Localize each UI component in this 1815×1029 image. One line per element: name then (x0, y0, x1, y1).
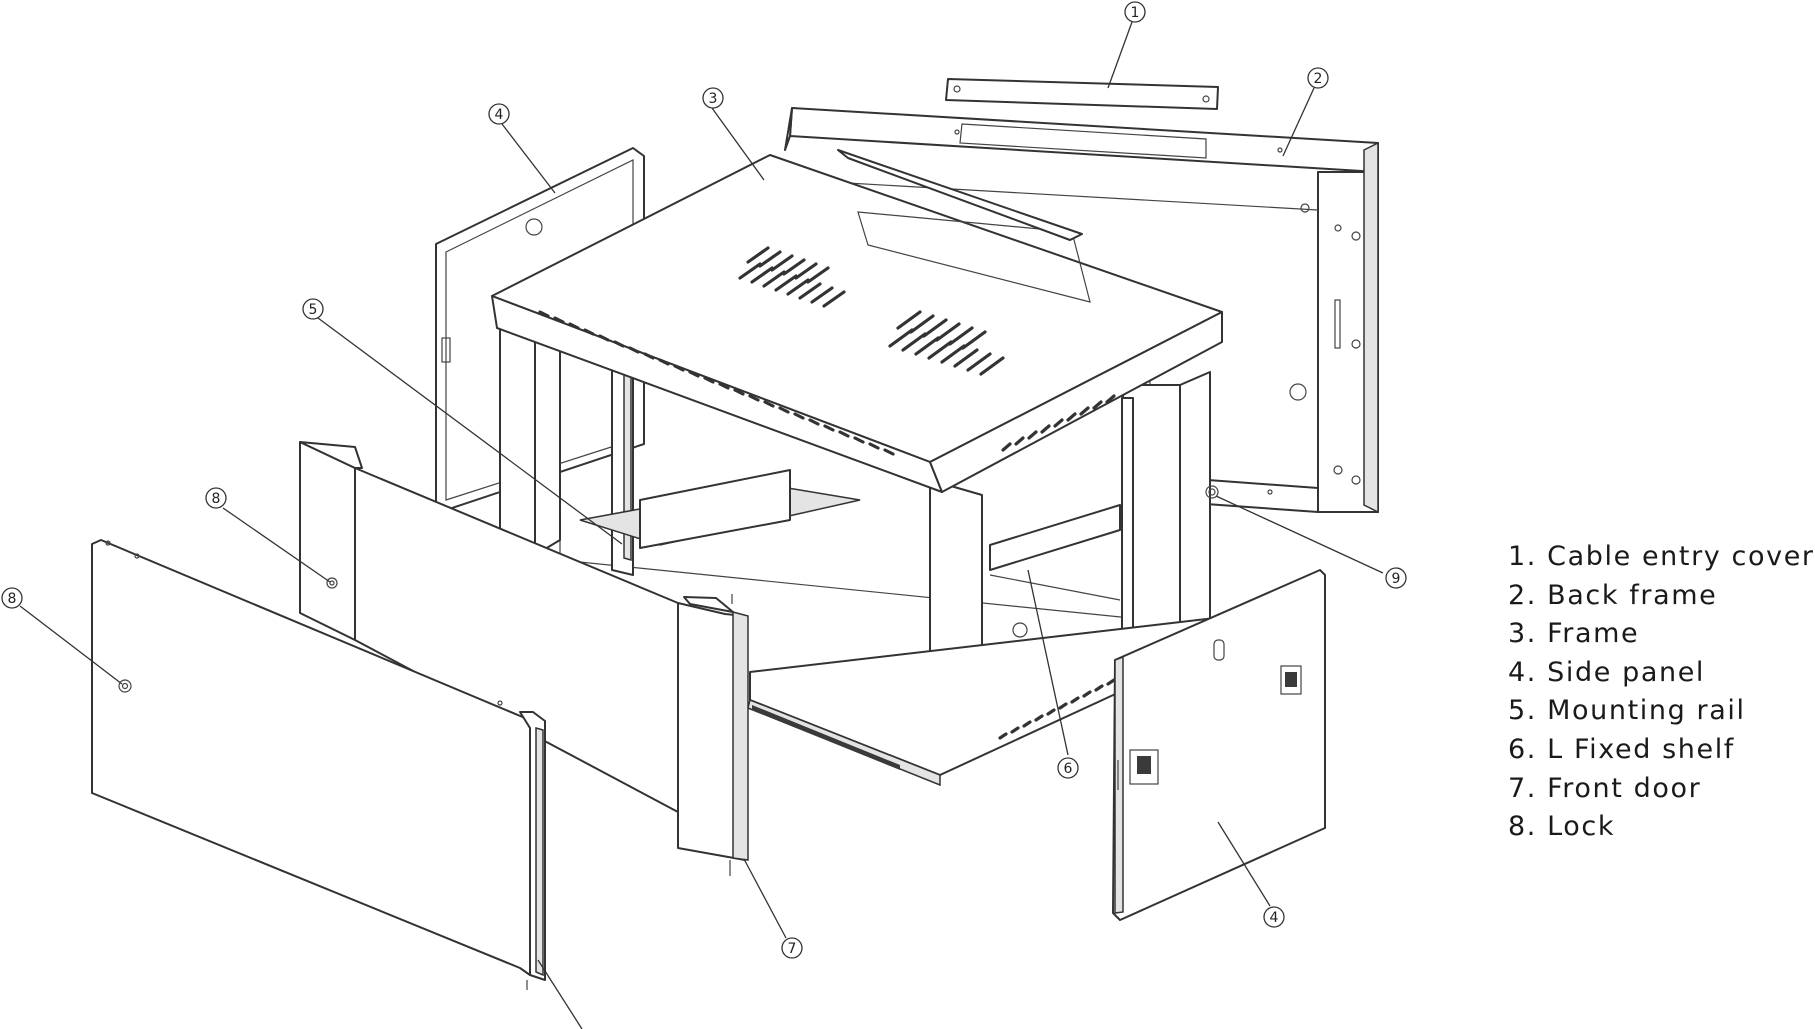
callout-4-bottom-number: 4 (1270, 910, 1279, 926)
legend-item-l-fixed-shelf: 6. L Fixed shelf (1508, 733, 1735, 765)
callout-8-left: 8 (1, 587, 23, 609)
callout-8-middle: 8 (205, 487, 227, 509)
legend-item-cable-entry-cover: 1. Cable entry cover (1508, 541, 1815, 572)
callout-9-number: 9 (1392, 571, 1401, 587)
callout-4-bottom: 4 (1263, 906, 1285, 928)
callout-2-number: 2 (1314, 71, 1323, 87)
cable-entry-cover (945, 78, 1219, 110)
callout-4-top-number: 4 (495, 107, 504, 123)
leader-lines (19, 21, 1384, 1029)
front-vent-slots (538, 310, 1116, 456)
callout-5: 5 (302, 298, 324, 320)
legend-item-frame: 3. Frame (1508, 618, 1640, 650)
callout-6: 6 (1057, 757, 1079, 779)
callout-1-number: 1 (1131, 5, 1140, 21)
side-panel-front-right (1112, 569, 1326, 921)
legend-item-side-panel: 4. Side panel (1508, 656, 1706, 688)
top-vent-grille-left (738, 246, 846, 308)
cabinet-frame (491, 149, 1223, 787)
callout-3-number: 3 (709, 91, 718, 107)
parts-legend: 1. Cable entry cover 2. Back frame 3. Fr… (1508, 538, 1815, 847)
callout-7-number: 7 (788, 941, 797, 957)
callout-6-number: 6 (1064, 761, 1073, 777)
legend-item-front-door: 7. Front door (1508, 772, 1702, 804)
callout-2: 2 (1307, 67, 1329, 89)
callout-1: 1 (1124, 1, 1146, 23)
top-vent-grille-right (888, 310, 1005, 376)
callout-4-top: 4 (488, 103, 510, 125)
callout-8-middle-number: 8 (212, 491, 221, 507)
legend-item-mounting-rail: 5. Mounting rail (1508, 695, 1746, 727)
callout-5-number: 5 (309, 302, 318, 318)
callout-9: 9 (1385, 567, 1407, 589)
back-frame (784, 107, 1379, 514)
front-door (299, 441, 749, 876)
callout-7: 7 (781, 937, 803, 959)
callout-3: 3 (702, 87, 724, 109)
legend-item-lock: 8. Lock (1508, 811, 1616, 843)
legend-item-back-frame: 2. Back frame (1508, 579, 1718, 611)
side-panel-front-left (91, 539, 546, 990)
callout-8-left-number: 8 (8, 591, 17, 607)
base-vent-slots (752, 678, 1116, 770)
